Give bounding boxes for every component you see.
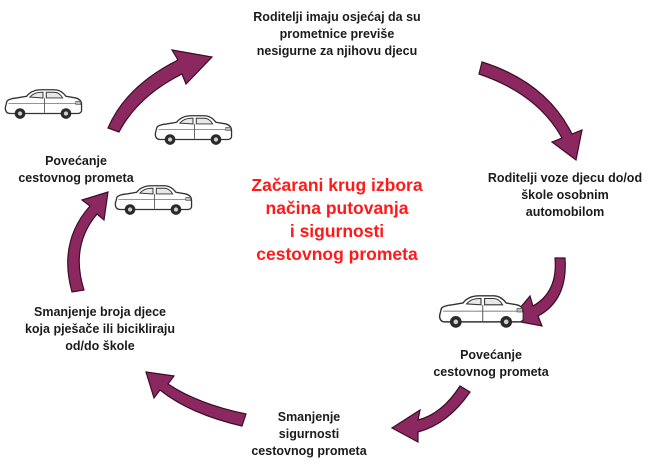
node-text-line: Smanjenje [277, 410, 341, 424]
node-text-line: sigurnosti [278, 427, 340, 441]
curved-arrow-icon [107, 49, 214, 133]
node-text-line: cestovnog prometa [433, 365, 549, 379]
node-text-line: Povećanje [460, 348, 522, 362]
curved-arrow-icon [145, 371, 247, 427]
diagram-title: Začarani krug izbora načina putovanja i … [206, 174, 468, 266]
curved-arrow-icon [390, 385, 471, 444]
node-text-line: Roditelji voze djecu do/od [487, 171, 643, 185]
node-text-line: Smanjenje broja djece [34, 305, 166, 319]
node-text-line: Povećanje [45, 154, 107, 168]
node-bottom: Smanjenje sigurnosti cestovnog prometa [234, 409, 384, 460]
car-icon [114, 185, 193, 216]
node-text-line: nesigurne za njihovu djecu [256, 44, 418, 58]
node-left: Smanjenje broja djece koja pješače ili b… [2, 304, 198, 355]
node-top: Roditelji imaju osjećaj da su prometnice… [222, 9, 452, 60]
car-icon [438, 295, 525, 329]
car-icon [4, 89, 83, 120]
title-line: i sigurnosti [289, 221, 385, 241]
curved-arrow-icon [67, 191, 109, 293]
node-top-left: Povećanje cestovnog prometa [6, 153, 146, 187]
title-line: cestovnog prometa [256, 244, 418, 264]
node-right: Roditelji voze djecu do/od škole osobnim… [472, 170, 658, 221]
car-icon [154, 115, 233, 146]
node-text-line: cestovnog prometa [251, 444, 367, 458]
title-line: Začarani krug izbora [251, 175, 423, 195]
node-text-line: automobilom [525, 205, 605, 219]
node-text-line: škole osobnim [521, 188, 609, 202]
node-text-line: Roditelji imaju osjećaj da su [253, 10, 421, 24]
node-text-line: koja pješače ili bicikliraju [24, 322, 176, 336]
node-text-line: cestovnog prometa [18, 171, 134, 185]
node-text-line: prometnice previše [279, 27, 395, 41]
title-line: načina putovanja [265, 198, 409, 218]
node-text-line: od/do škole [65, 339, 135, 353]
curved-arrow-icon [478, 61, 583, 162]
node-bottom-right: Povećanje cestovnog prometa [416, 347, 566, 381]
